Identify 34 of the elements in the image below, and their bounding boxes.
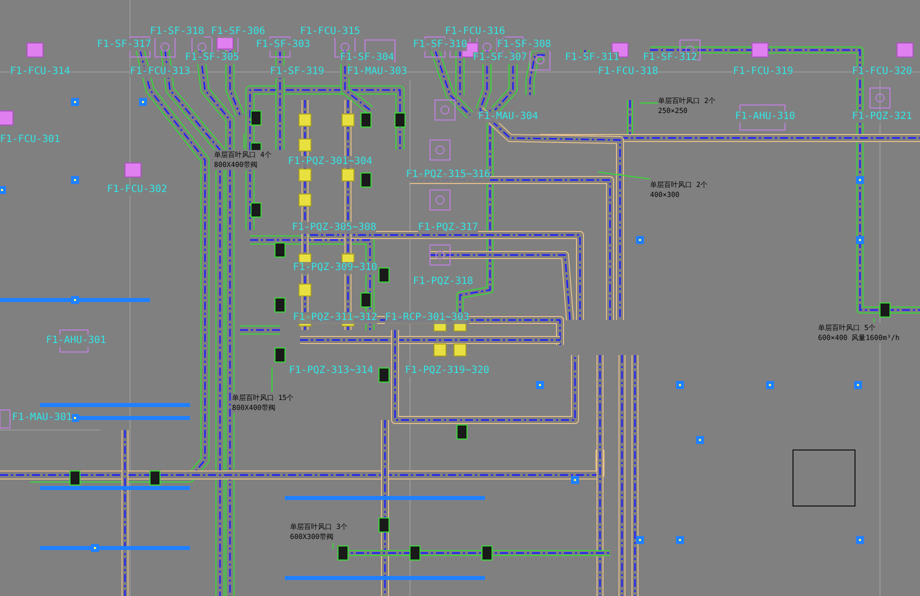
equipment-tag: F1-PQZ-318 <box>413 276 474 288</box>
equipment-tag: F1-PQZ-321 <box>852 111 912 123</box>
equipment-tag: F1-RCP-301~303 <box>385 312 470 324</box>
equipment-tag: F1-SF-305 <box>185 52 240 64</box>
equipment-tag: F1-FCU-302 <box>107 184 168 196</box>
equipment-tag: F1-PQZ-309~310 <box>293 262 378 274</box>
equipment-tag: F1-PQZ-319~320 <box>405 365 490 377</box>
equipment-tag: F1-SF-307 <box>473 52 528 64</box>
equipment-tag: F1-SF-308 <box>497 39 552 51</box>
equipment-tag: F1-PQZ-305~308 <box>292 222 376 234</box>
leader-line <box>332 542 334 550</box>
equipment-tag: F1-SF-318 <box>150 26 204 38</box>
equipment-tag: F1-FCU-315 <box>300 26 360 38</box>
equipment-tag: F1-SF-317 <box>97 39 152 51</box>
equipment-tag: F1-PQZ-311~312 <box>293 312 378 324</box>
equipment-tag: F1-MAU-301 <box>12 412 72 424</box>
equipment-tag: F1-AHU-310 <box>735 111 796 123</box>
equipment-tag: F1-PQZ-313~314 <box>289 365 374 377</box>
equipment-tag: F1-PQZ-301~304 <box>288 156 372 168</box>
equipment-tag: F1-SF-306 <box>211 26 266 38</box>
equipment-tag: F1-FCU-320 <box>852 66 912 78</box>
equipment-tag: F1-PQZ-315~316 <box>406 169 490 181</box>
equipment-tag: F1-AHU-301 <box>46 335 106 347</box>
equipment-tag: F1-MAU-304 <box>478 111 538 123</box>
equipment-tag: F1-FCU-313 <box>130 66 190 78</box>
equipment-tag: F1-SF-304 <box>340 52 394 64</box>
equipment-tag: F1-FCU-316 <box>445 26 506 38</box>
leader-line <box>640 102 658 104</box>
equipment-tag: F1-PQZ-317 <box>418 222 478 234</box>
equipment-tag: F1-MAU-303 <box>347 66 408 78</box>
equipment-tag: F1-SF-319 <box>270 66 324 78</box>
leader-line <box>598 172 650 180</box>
equipment-tag: F1-SF-303 <box>256 39 310 51</box>
equipment-tag: F1-SF-310 <box>413 39 468 51</box>
